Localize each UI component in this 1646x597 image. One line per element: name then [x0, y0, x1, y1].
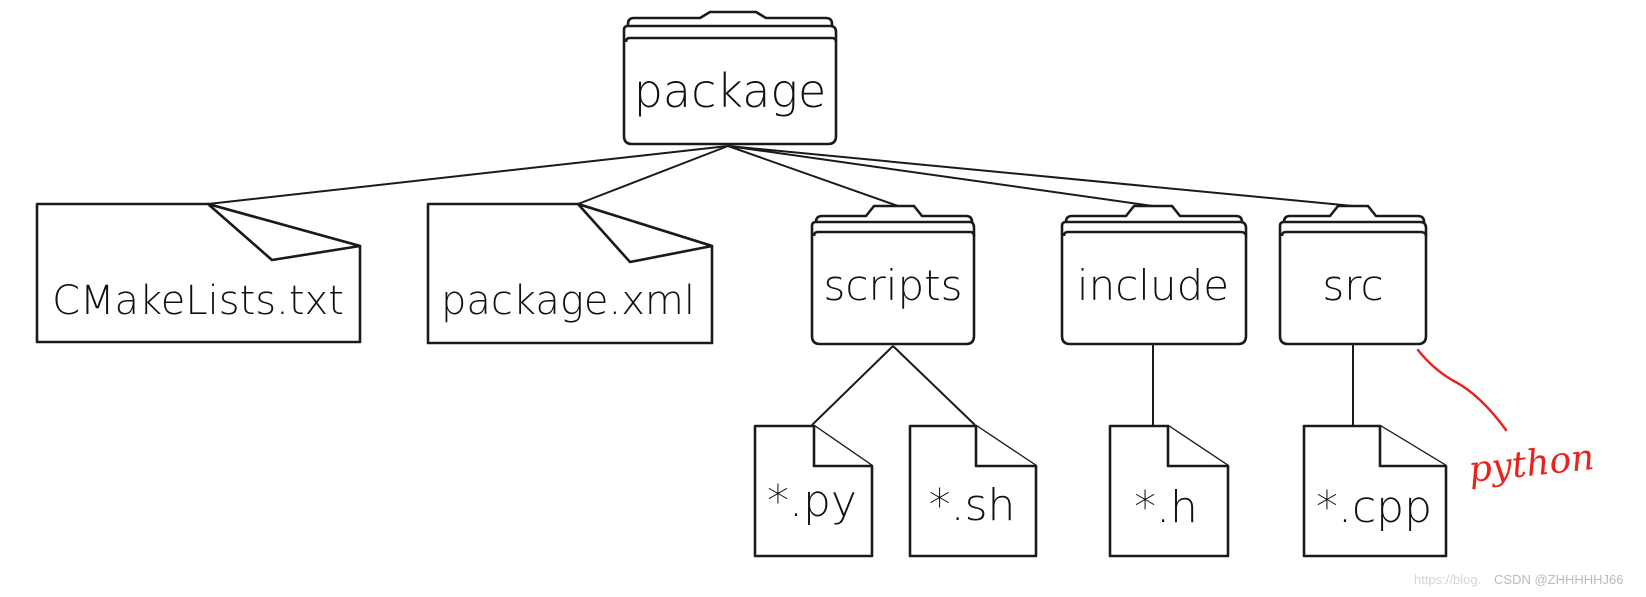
edge-package-cmakelists [207, 145, 729, 205]
file-packagexml: package.xml [426, 202, 714, 345]
edge-package-include [727, 145, 1154, 207]
folder-include: include [1060, 204, 1248, 346]
edge-package-src [727, 145, 1354, 207]
annotation-arrow-stroke [1416, 348, 1508, 432]
packagexml-label: package.xml [441, 278, 695, 324]
sh-label: *.sh [929, 480, 1016, 531]
file-py: *.py [753, 424, 874, 558]
folder-scripts: scripts [810, 204, 976, 346]
edge-scripts-sh [892, 345, 976, 426]
folder-src: src [1278, 204, 1428, 346]
file-cpp: *.cpp [1302, 424, 1448, 558]
include-label: include [1077, 261, 1229, 310]
watermark: https://blog. CSDN @ZHHHHHJ66 [1414, 572, 1624, 587]
folder-package: package [622, 10, 838, 146]
package-label: package [634, 64, 827, 118]
scripts-label: scripts [824, 261, 963, 310]
edge-package-packagexml [577, 145, 729, 205]
file-sh: *.sh [908, 424, 1038, 558]
edge-scripts-py [811, 345, 894, 426]
file-h: *.h [1108, 424, 1230, 558]
py-label: *.py [767, 476, 857, 527]
h-label: *.h [1134, 482, 1198, 533]
annotation-text: python [1467, 437, 1597, 491]
cpp-label: *.cpp [1316, 482, 1432, 533]
watermark-faint-text: https://blog. [1414, 572, 1481, 587]
watermark-text: CSDN @ZHHHHHJ66 [1494, 572, 1624, 587]
edge-package-scripts [727, 145, 899, 207]
cmakelists-label: CMakeLists.txt [52, 278, 344, 324]
file-cmakelists: CMakeLists.txt [35, 202, 362, 344]
tree-edges [207, 145, 1354, 426]
src-label: src [1322, 261, 1383, 310]
